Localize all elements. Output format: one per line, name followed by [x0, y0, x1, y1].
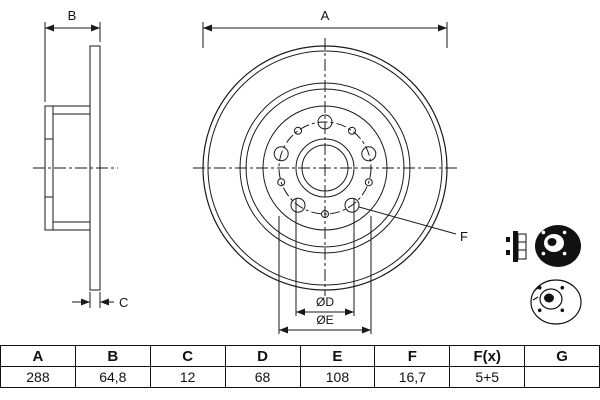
bolt-hole: [361, 146, 377, 162]
small-hole: [277, 178, 286, 187]
outline-disc-rim-hatch: [533, 286, 540, 292]
table-header-e: E: [299, 345, 376, 367]
hat-flange-section: [44, 105, 54, 231]
outer-chamfer-circle: [207, 50, 443, 286]
friction-band-inner-chamfer-circle: [245, 88, 405, 248]
bolt-circle-centerline: [278, 121, 372, 215]
table-header-c: C: [149, 345, 226, 367]
table-value-row: 288 64,8 12 68 108 16,7 5+5: [0, 366, 600, 388]
catalog-icons: [506, 225, 582, 325]
table-value-c: 12: [149, 366, 226, 388]
dim-f-label: F: [460, 229, 468, 244]
dim-a-label: A: [321, 8, 330, 23]
solid-disc-bolt-hole: [562, 251, 567, 256]
outline-disc-bolt-hole: [537, 308, 542, 313]
table-value-a: 288: [0, 366, 76, 388]
small-hole: [364, 178, 373, 187]
dimension-b: B: [44, 8, 101, 102]
solid-disc-bolt-hole: [541, 230, 546, 235]
solid-disc-bolt-hole: [562, 230, 567, 235]
table-header-f: F: [374, 345, 451, 367]
outline-disc-bore: [544, 293, 554, 303]
table-header-d: D: [224, 345, 301, 367]
dimension-a: A: [202, 8, 448, 48]
dimension-c: C: [72, 292, 128, 310]
table-value-d: 68: [224, 366, 301, 388]
small-hole: [321, 210, 329, 218]
dim-c-label: C: [119, 295, 128, 310]
dimension-d: ØD: [295, 198, 355, 316]
small-hole: [348, 126, 356, 135]
pad-backplate: [513, 231, 518, 262]
dim-d-label: ØD: [316, 295, 334, 309]
dim-e-label: ØE: [316, 313, 333, 327]
solid-disc-bolt-hole: [541, 251, 546, 256]
table-value-e: 108: [299, 366, 376, 388]
front-view: [193, 38, 457, 296]
table-header-fx: F(x): [449, 345, 526, 367]
table-header-b: B: [74, 345, 151, 367]
table-value-f: 16,7: [374, 366, 451, 388]
outer-diameter-circle: [202, 45, 448, 291]
hub-outer-circle: [262, 105, 388, 231]
outline-disc-bolt-hole: [560, 285, 565, 290]
center-bore-chamfer-circle: [301, 144, 349, 192]
brake-disc-outline-icon: [530, 279, 582, 325]
disc-plate-section: [89, 45, 101, 291]
solid-disc-bore: [547, 238, 557, 246]
small-hole: [294, 126, 302, 135]
dim-b-label: B: [68, 8, 77, 23]
brake-disc-solid-icon: [535, 225, 581, 267]
table-header-row: A B C D E F F(x) G: [0, 345, 600, 367]
brake-pad-icon: [506, 231, 527, 262]
friction-band-inner-circle: [239, 82, 411, 254]
outline-disc-hub: [539, 288, 563, 310]
center-bore-circle: [295, 138, 355, 198]
table-header-a: A: [0, 345, 76, 367]
outline-disc-rim-hatch: [532, 296, 539, 301]
table-value-b: 64,8: [74, 366, 151, 388]
bolt-hole: [273, 146, 289, 162]
bolt-hole: [290, 197, 306, 213]
table-header-g: G: [524, 345, 600, 367]
dimension-f: F: [358, 206, 468, 244]
pad-friction-block: [517, 233, 527, 260]
dimension-table: A B C D E F F(x) G 288 64,8 12 68 108 16…: [0, 345, 600, 388]
table-value-g: [524, 366, 600, 388]
pad-clip-top: [506, 237, 510, 242]
table-value-fx: 5+5: [449, 366, 526, 388]
pad-clip-bottom: [506, 250, 510, 255]
side-view-cross-section: [33, 45, 118, 291]
dim-f-leader-line: [358, 206, 457, 235]
bolt-hole: [344, 197, 360, 213]
outline-disc-bolt-hole: [560, 308, 565, 313]
technical-drawing: A B C ØD ØE: [33, 8, 582, 334]
dimension-e: ØE: [278, 216, 372, 334]
bolt-hole: [317, 114, 333, 130]
